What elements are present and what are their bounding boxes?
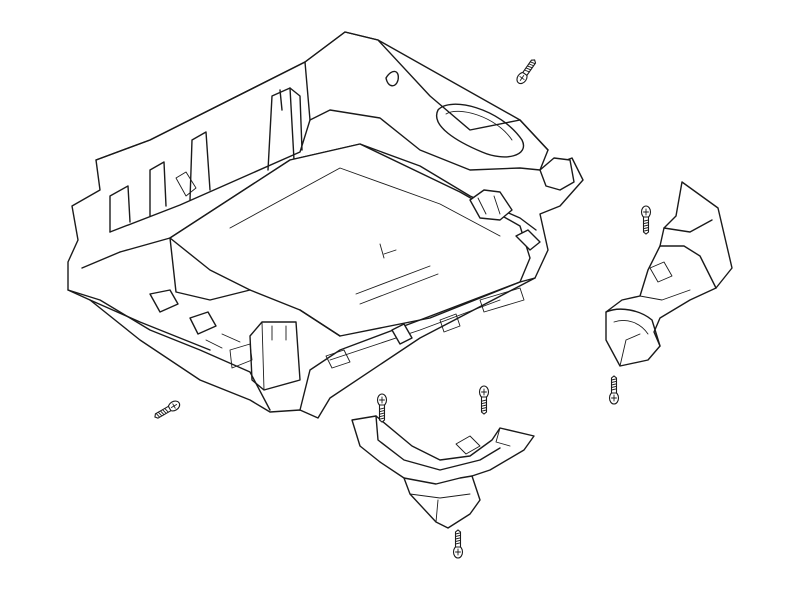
screw-slot <box>611 394 617 402</box>
screw-icon-right-lower <box>608 375 620 405</box>
screw-shank <box>154 405 172 419</box>
screw-icon-left <box>154 400 181 419</box>
screw-thread <box>155 407 169 418</box>
front-cover-lower <box>351 415 535 529</box>
screw-icon-top <box>516 59 537 85</box>
screw-slot <box>170 403 178 409</box>
side-cover-right <box>605 181 733 367</box>
screw-icon-center-left <box>376 393 388 423</box>
screw-thread <box>481 399 487 412</box>
screw-slot <box>519 75 525 81</box>
main-housing <box>67 31 584 419</box>
screw-icon-bottom <box>452 529 464 559</box>
screw-slot <box>455 548 461 556</box>
screw-icon-right-upper <box>640 205 652 235</box>
screw-thread <box>455 532 461 545</box>
screw-thread <box>643 219 649 232</box>
screw-thread <box>379 407 385 420</box>
screw-layer <box>154 59 652 559</box>
screw-slot <box>379 396 385 404</box>
screw-slot <box>481 388 487 396</box>
screw-slot <box>643 208 649 216</box>
screw-thread <box>524 61 536 73</box>
screw-icon-center <box>478 385 490 415</box>
screw-thread <box>611 378 617 391</box>
screw-shank <box>522 59 537 77</box>
